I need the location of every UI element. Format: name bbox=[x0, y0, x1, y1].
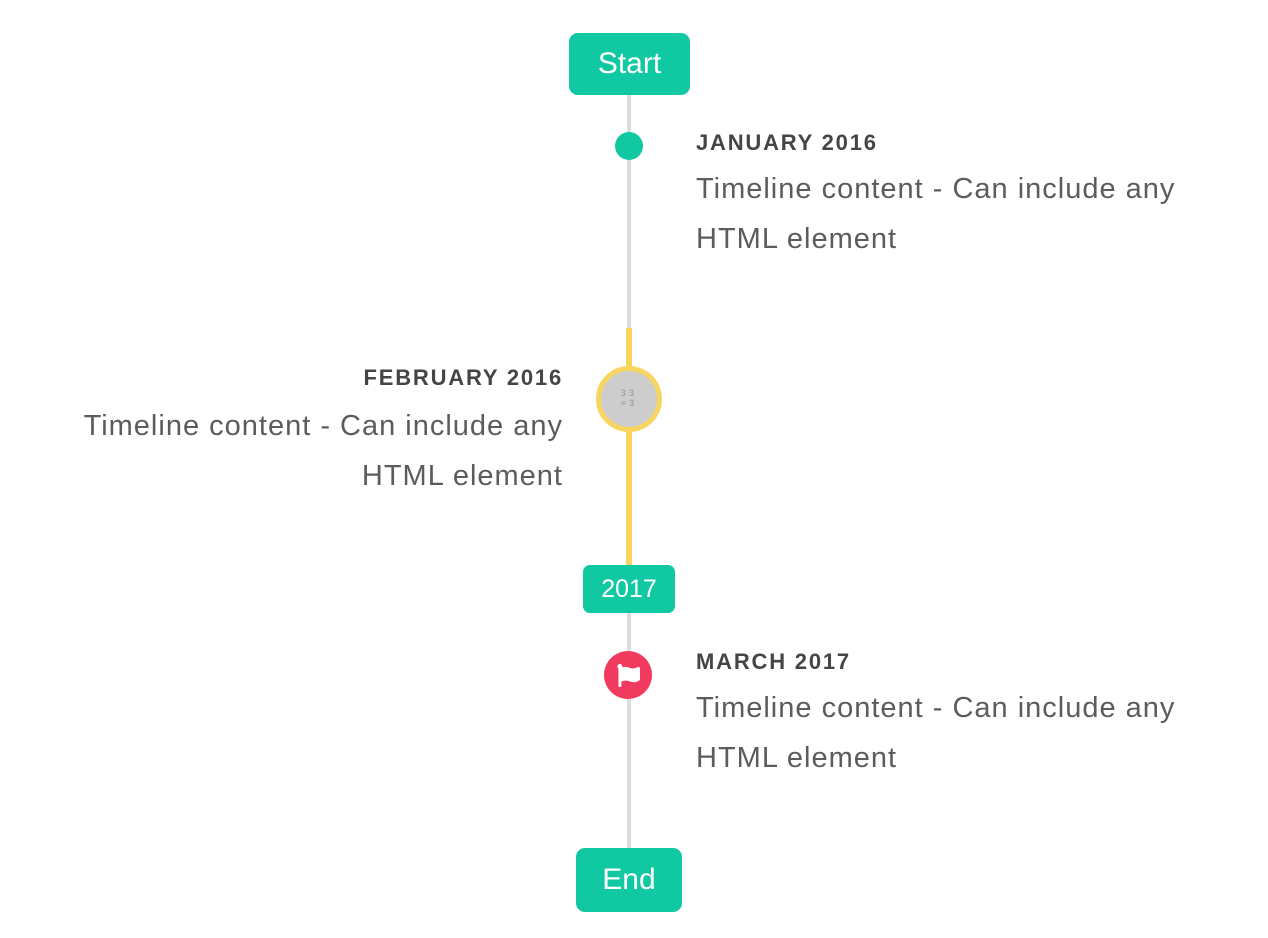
missing-glyph-line: 33 bbox=[620, 389, 638, 399]
item-content-line: Timeline content - Can include any bbox=[696, 692, 1176, 724]
flag-icon bbox=[616, 663, 640, 687]
march-marker-circle bbox=[604, 651, 652, 699]
start-badge: Start bbox=[569, 33, 690, 95]
end-badge: End bbox=[576, 848, 682, 912]
march-item-title: MARCH 2017 bbox=[696, 649, 851, 674]
item-content-line: HTML element bbox=[696, 223, 898, 255]
january-item-content: Timeline content - Can include any HTML … bbox=[696, 164, 1175, 264]
february-item-title: FEBRUARY 2016 bbox=[363, 365, 563, 390]
january-marker-dot bbox=[615, 132, 643, 160]
item-content-line: HTML element bbox=[696, 742, 898, 774]
item-content-line: HTML element bbox=[361, 460, 563, 492]
year-2017-badge: 2017 bbox=[583, 565, 675, 613]
february-item-content: Timeline content - Can include any HTML … bbox=[84, 401, 563, 501]
timeline-line-highlight bbox=[626, 328, 632, 566]
item-content-line: Timeline content - Can include any bbox=[696, 173, 1176, 205]
item-content-line: Timeline content - Can include any bbox=[83, 410, 563, 442]
missing-glyph-icon: 33 =3 bbox=[621, 389, 638, 409]
february-marker-circle: 33 =3 bbox=[596, 366, 662, 432]
missing-glyph-line: =3 bbox=[620, 399, 638, 409]
january-item-title: JANUARY 2016 bbox=[696, 130, 878, 155]
march-item-content: Timeline content - Can include any HTML … bbox=[696, 683, 1175, 783]
